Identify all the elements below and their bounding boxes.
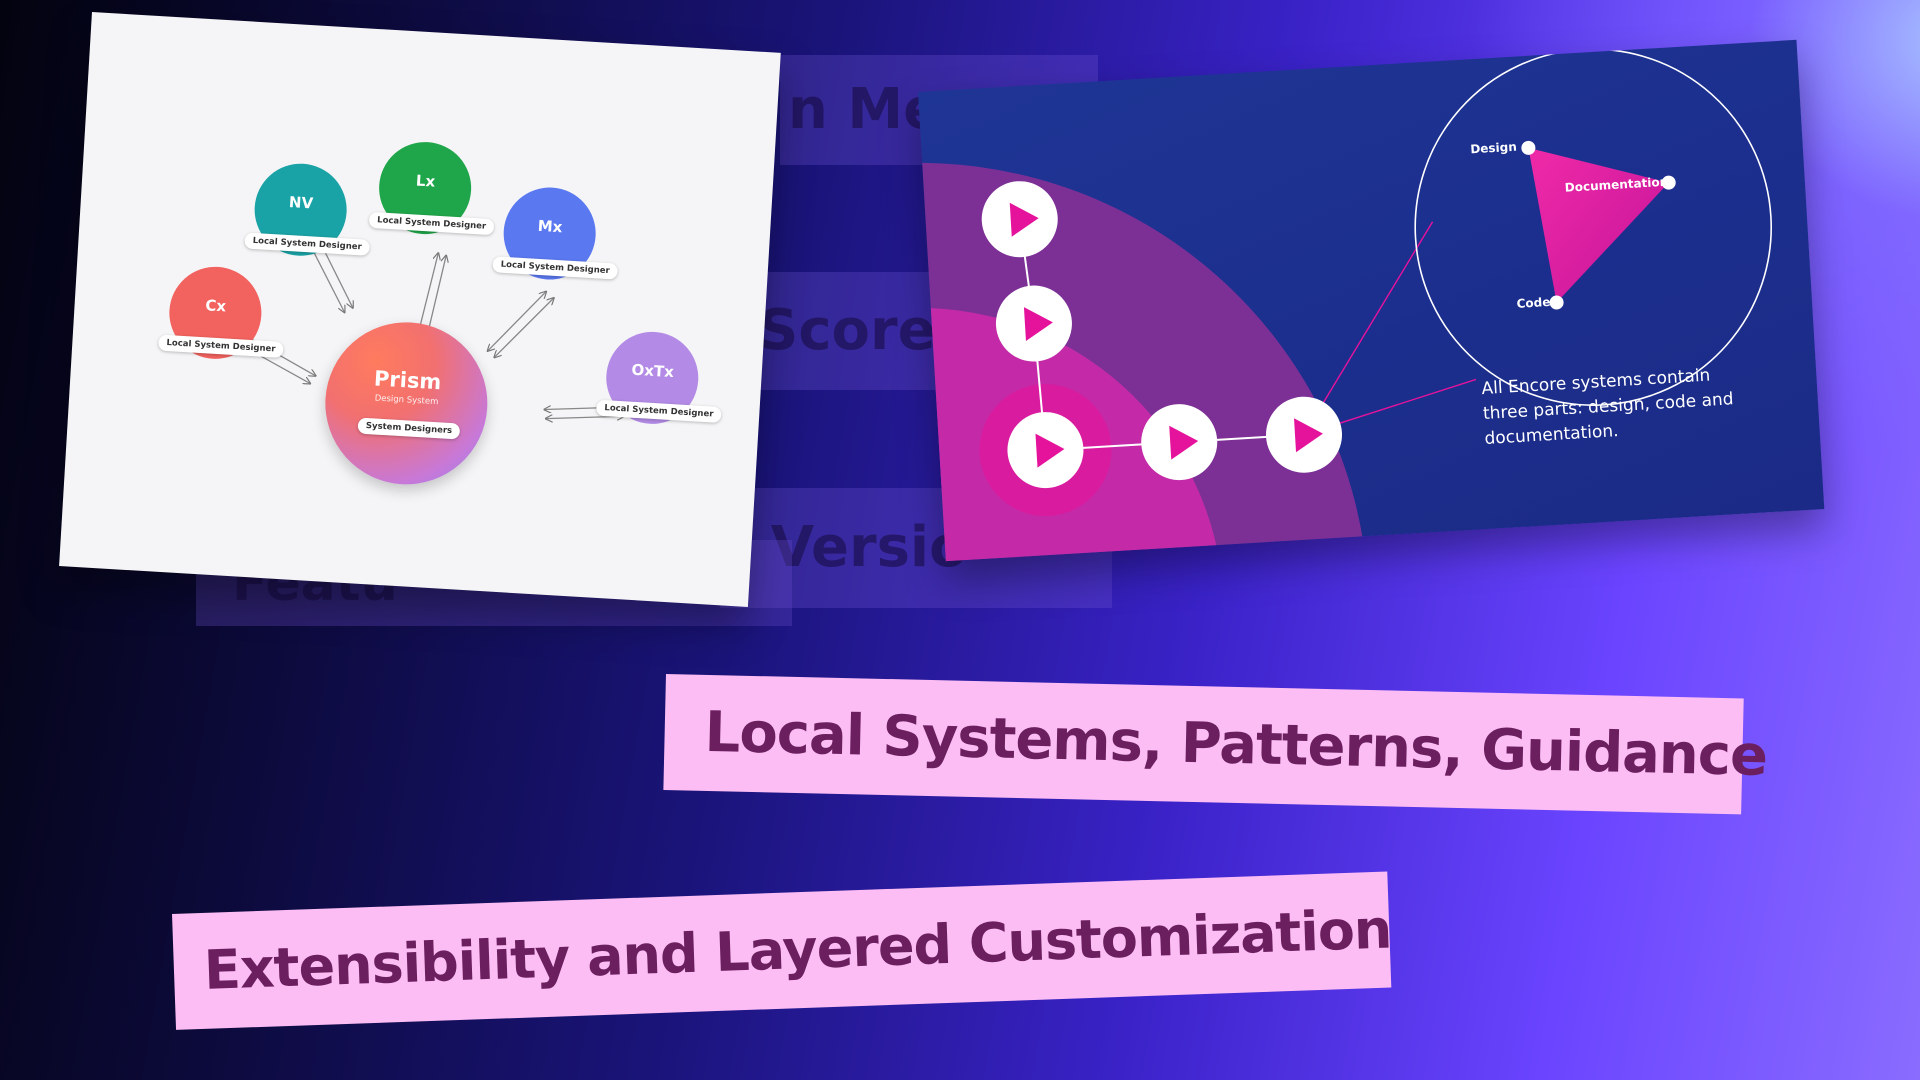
encore-vertex-design-dot [1521,140,1536,155]
encore-vertex-documentation-dot [1661,175,1676,190]
background-slide-b-text: Score [758,298,936,363]
caption-extensibility-text: Extensibility and Layered Customization [202,897,1393,1002]
caption-local-systems-text: Local Systems, Patterns, Guidance [703,699,1768,789]
encore-outer-arc [918,162,1369,562]
encore-slide: Design Documentation Code All Encore sys… [918,39,1825,562]
background-slide-c: l Versio [720,488,1112,608]
encore-label-code: Code [1516,294,1551,311]
prism-node-lx-abbr: Lx [415,171,436,191]
background-slide-c-text: l Versio [732,515,968,580]
prism-node-nv-abbr: NV [288,193,314,213]
prism-node-cx-abbr: Cx [204,296,227,316]
background-slide-a-text: n Me [788,77,942,142]
prism-center-badge: System Designers [357,417,461,440]
encore-vertex-code-dot [1549,295,1564,310]
prism-node-oxtx-abbr: OxTx [631,360,675,382]
encore-label-design: Design [1469,139,1518,157]
caption-extensibility: Extensibility and Layered Customization [172,871,1393,1030]
prism-node-mx-abbr: Mx [537,216,563,237]
encore-description: All Encore systems contain three parts: … [1481,362,1736,452]
caption-local-systems: Local Systems, Patterns, Guidance [663,674,1768,815]
prism-connector-arrows [59,12,781,607]
prism-slide: NV Local System Designer Lx Local System… [59,12,781,607]
encore-triangle [1528,147,1669,303]
